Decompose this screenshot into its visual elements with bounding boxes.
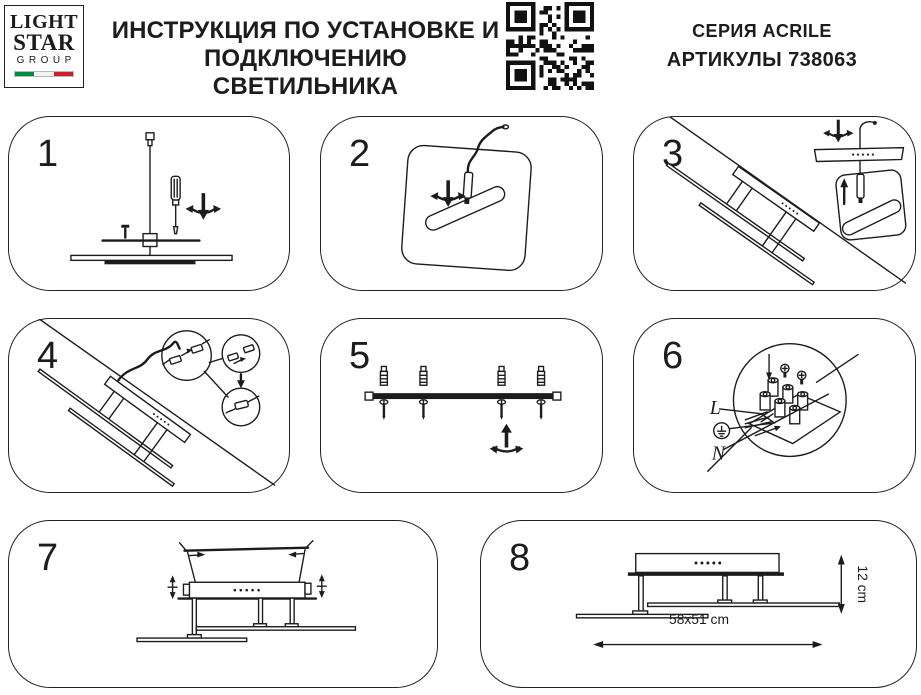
logo-word-group: GROUP <box>16 55 76 66</box>
connector-detail-3 <box>225 395 260 414</box>
mount-detail-inset <box>813 119 907 241</box>
neutral-leader-line <box>722 393 830 451</box>
step-panel-8: 8 12 cm <box>480 520 917 688</box>
width-label: 58x51 cm <box>669 611 729 627</box>
title-line-2: ПОДКЛЮЧЕНИЮ СВЕТИЛЬНИКА <box>203 45 408 100</box>
step-panel-3: 3 <box>633 116 916 291</box>
terminal-cylinders <box>759 377 809 425</box>
series-name: СЕРИЯ ACRILE <box>692 21 832 41</box>
step-panel-4: 4 <box>8 318 290 493</box>
side-adjuster-icon <box>316 574 327 599</box>
page-title: ИНСТРУКЦИЯ ПО УСТАНОВКЕ И ПОДКЛЮЧЕНИЮ СВ… <box>108 17 503 101</box>
ground-icon <box>713 422 731 440</box>
step-panel-1: 1 <box>8 116 290 291</box>
fixture-drawing <box>37 368 192 488</box>
step-1-diagram <box>70 132 233 265</box>
step-number: 2 <box>349 133 371 175</box>
step-number: 7 <box>37 537 59 579</box>
blades-and-posts <box>136 597 357 643</box>
title-line-1: ИНСТРУКЦИЯ ПО УСТАНОВКЕ И <box>111 17 500 44</box>
step-number: 5 <box>349 335 371 377</box>
step-panel-5: 5 <box>320 318 603 493</box>
step-5-diagram <box>364 365 562 454</box>
dowels <box>379 365 546 386</box>
connector-detail-2 <box>227 344 255 365</box>
step-4-diagram <box>37 319 276 488</box>
assembled-fixture <box>575 552 840 619</box>
screwdriver-icon <box>170 175 181 235</box>
connector-inset-1 <box>161 330 212 381</box>
loose-screws <box>780 363 807 385</box>
dimension-height: 12 cm <box>837 554 871 614</box>
step-number: 1 <box>37 133 59 175</box>
step-8-diagram: 12 cm 58x51 cm <box>575 552 871 648</box>
ground-leader-line <box>728 422 776 430</box>
italy-flag-stripe <box>14 71 74 77</box>
ceiling-mount-drawing <box>178 540 314 583</box>
inset-link-line <box>208 357 223 364</box>
screw-rotation-icon <box>185 193 222 220</box>
step-2-diagram <box>401 124 532 272</box>
label-live: L <box>709 397 721 419</box>
step-panel-7: 7 <box>8 520 438 688</box>
label-neutral: N <box>711 442 727 464</box>
qr-code <box>506 2 594 90</box>
screws <box>379 399 546 420</box>
step-number: 8 <box>509 537 531 579</box>
ceiling-line <box>38 319 276 486</box>
step-7-diagram <box>136 540 357 643</box>
inset-link-line <box>203 370 229 398</box>
supply-wire <box>117 340 181 382</box>
mounting-bar <box>364 391 562 401</box>
live-leader-line <box>718 408 764 415</box>
screw-rotation-up-icon <box>489 423 524 454</box>
dimension-width: 58x51 cm <box>593 611 823 648</box>
mount-pill <box>424 186 506 231</box>
fixture-drawing <box>665 162 821 286</box>
terminal-block <box>707 353 859 472</box>
suspension-rod <box>70 132 233 265</box>
step-3-diagram <box>665 117 907 286</box>
wire-connector <box>462 124 510 205</box>
connector-inset-2 <box>221 334 261 374</box>
fixture-body <box>177 581 318 600</box>
step-6-diagram: L N <box>707 343 859 472</box>
step-number: 6 <box>662 335 684 377</box>
side-adjuster-icon <box>167 575 178 600</box>
screw-rotation-icon <box>430 180 466 207</box>
step-number: 4 <box>37 335 59 377</box>
logo-word-light: LIGHT <box>9 11 79 33</box>
terminal-inset-circle <box>732 343 847 458</box>
step-panel-6: 6 <box>633 318 916 493</box>
ceiling-line <box>669 117 907 284</box>
series-block: СЕРИЯ ACRILE АРТИКУЛЫ 738063 <box>612 21 912 72</box>
lightstar-logo: LIGHT STAR GROUP <box>4 5 84 88</box>
step-panel-2: 2 <box>320 116 603 291</box>
logo-word-star: STAR <box>13 30 75 55</box>
height-label: 12 cm <box>855 565 871 603</box>
screw-rotation-icon <box>823 119 854 143</box>
article-number: АРТИКУЛЫ 738063 <box>666 49 858 71</box>
connector-detail-1 <box>162 339 210 366</box>
